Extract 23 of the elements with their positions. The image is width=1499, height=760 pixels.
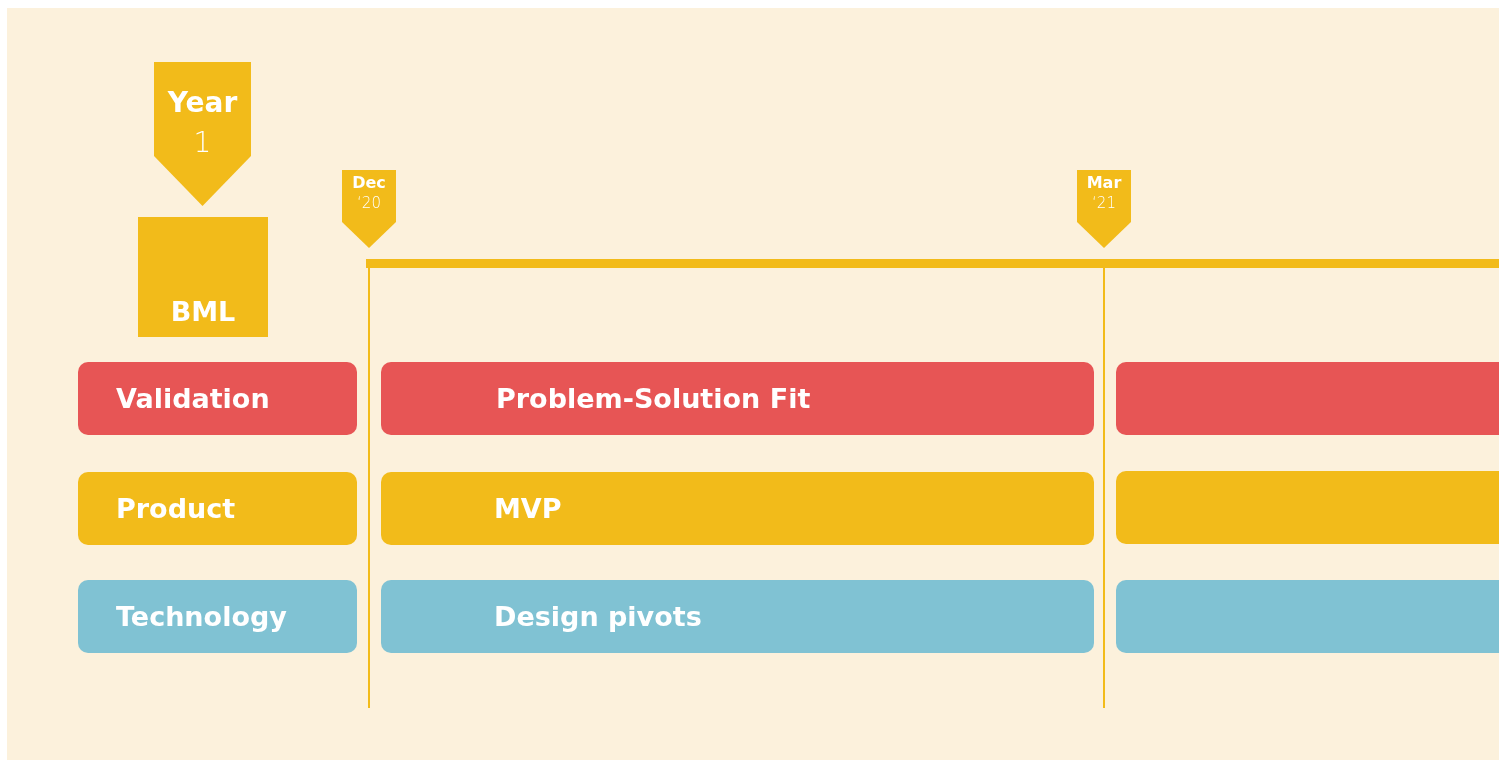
bar-label: MVP [494, 493, 562, 524]
phase-bar [1116, 471, 1499, 544]
category-bar [78, 580, 357, 653]
month-label: Dec [352, 174, 386, 192]
bar-label: Problem-Solution Fit [496, 383, 811, 414]
category-bar [78, 472, 357, 545]
bar-label: Design pivots [494, 601, 702, 632]
category-bar [78, 362, 357, 435]
year-number: 1 [193, 128, 212, 159]
year-label: ‘20 [357, 195, 381, 212]
phase-bar [381, 362, 1094, 435]
phase-bar [1116, 580, 1499, 653]
bar-label: Technology [116, 601, 287, 632]
year-label: ‘21 [1092, 195, 1116, 212]
bml-label: BML [170, 297, 236, 327]
bar-label: Validation [116, 383, 270, 414]
bml-box [138, 217, 268, 337]
phase-bar [381, 580, 1094, 653]
bar-label: Product [116, 493, 236, 524]
phase-bar [381, 472, 1094, 545]
phase-bar [1116, 362, 1499, 435]
year-label: Year [167, 88, 238, 119]
month-label: Mar [1086, 174, 1122, 192]
